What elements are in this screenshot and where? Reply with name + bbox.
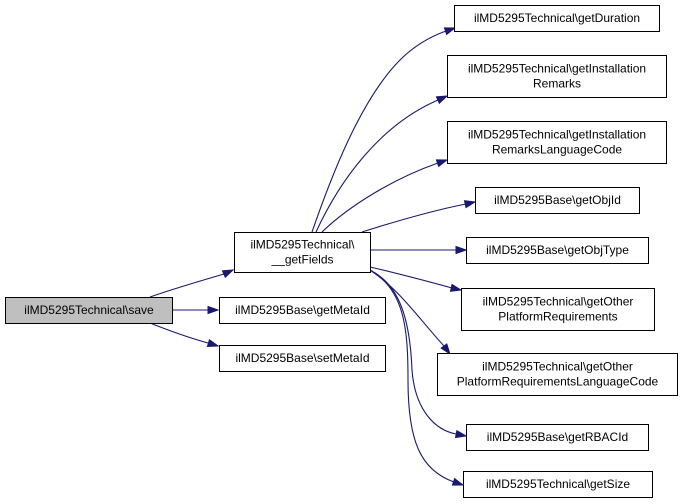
node-box[interactable] xyxy=(234,232,371,273)
node-label: ilMD5295Technical\getOther xyxy=(483,295,634,309)
edge-getFields-to-getObjType xyxy=(369,245,468,255)
edge-line xyxy=(149,322,209,344)
node-getObjId[interactable]: ilMD5295Base\getObjId xyxy=(475,187,640,214)
node-box[interactable] xyxy=(447,121,667,164)
node-box[interactable] xyxy=(466,424,649,451)
node-label: ilMD5295Technical\getOther xyxy=(482,360,633,374)
node-box[interactable] xyxy=(219,345,386,372)
edge-save-to-getMetaId xyxy=(172,305,220,315)
edge-save-to-setMetaId xyxy=(149,322,220,348)
edge-arrowhead xyxy=(435,159,449,168)
node-label: ilMD5295Technical\save xyxy=(24,303,154,317)
edge-getFields-to-getRBACId xyxy=(369,269,468,439)
node-getOtherPlatformRequirementsLanguageCode[interactable]: ilMD5295Technical\getOtherPlatformRequir… xyxy=(437,353,678,396)
node-setMetaId[interactable]: ilMD5295Base\setMetaId xyxy=(219,345,386,372)
node-getObjType[interactable]: ilMD5295Base\getObjType xyxy=(466,237,649,264)
edge-arrowhead xyxy=(455,245,468,255)
edge-line xyxy=(321,162,439,233)
nodes-layer: ilMD5295Technical\save ilMD5295Technical\… xyxy=(5,5,678,498)
node-getMetaId[interactable]: ilMD5295Base\getMetaId xyxy=(219,297,386,324)
node-label: ilMD5295Base\setMetaId xyxy=(235,351,369,365)
node-label: ilMD5295Technical\getDuration xyxy=(474,11,640,25)
edge-line xyxy=(369,269,455,483)
edge-arrowhead xyxy=(435,95,449,105)
edge-arrowhead xyxy=(454,429,468,439)
edge-arrowhead xyxy=(463,200,477,209)
edge-getFields-to-getInstallationRemarksLanguageCode xyxy=(321,159,449,233)
node-label: ilMD5295Base\getObjId xyxy=(494,193,621,207)
node-box[interactable] xyxy=(466,237,649,264)
edge-arrowhead xyxy=(221,269,235,279)
edge-save-to-getFields xyxy=(149,269,235,298)
edge-arrowhead xyxy=(451,477,465,486)
edge-getFields-to-getDuration xyxy=(311,27,457,233)
edge-getFields-to-getInstallationRemarks xyxy=(315,95,449,233)
node-box[interactable] xyxy=(461,288,655,331)
node-label: ilMD5295Base\getMetaId xyxy=(235,303,370,317)
node-label: ilMD5295Base\getRBACId xyxy=(487,430,628,444)
node-box[interactable] xyxy=(219,297,386,324)
node-label: PlatformRequirementsLanguageCode xyxy=(457,375,659,389)
edge-arrowhead xyxy=(449,283,463,292)
edge-arrowhead xyxy=(443,27,457,36)
edge-arrowhead xyxy=(207,305,220,315)
edges-layer xyxy=(149,27,477,486)
node-box[interactable] xyxy=(463,471,653,498)
node-box[interactable] xyxy=(454,5,660,32)
node-label: ilMD5295Base\getObjType xyxy=(486,243,629,257)
edge-arrowhead xyxy=(206,338,220,348)
node-label: ilMD5295Technical\getSize xyxy=(486,477,630,491)
edge-getFields-to-getSize xyxy=(369,269,465,486)
edge-line xyxy=(311,30,447,233)
edge-getFields-to-getOtherPlatformRequirements xyxy=(369,266,463,292)
node-label: PlatformRequirements xyxy=(498,310,617,324)
node-getInstallationRemarksLanguageCode[interactable]: ilMD5295Technical\getInstallationRemarks… xyxy=(447,121,667,164)
node-save[interactable]: ilMD5295Technical\save xyxy=(5,297,173,324)
node-label: Remarks xyxy=(533,77,581,91)
node-label: __getFields xyxy=(270,253,333,267)
node-box[interactable] xyxy=(447,55,667,98)
edge-line xyxy=(369,269,457,435)
node-getFields[interactable]: ilMD5295Technical\__getFields xyxy=(234,232,371,273)
edge-arrowhead xyxy=(440,343,451,356)
node-label: RemarksLanguageCode xyxy=(492,143,622,157)
node-getDuration[interactable]: ilMD5295Technical\getDuration xyxy=(454,5,660,32)
node-getOtherPlatformRequirements[interactable]: ilMD5295Technical\getOtherPlatformRequir… xyxy=(461,288,655,331)
node-box[interactable] xyxy=(5,297,173,324)
node-label: ilMD5295Technical\getInstallation xyxy=(468,62,646,76)
edge-line xyxy=(149,273,225,298)
node-getRBACId[interactable]: ilMD5295Base\getRBACId xyxy=(466,424,649,451)
node-getSize[interactable]: ilMD5295Technical\getSize xyxy=(463,471,653,498)
edge-getFields-to-getObjId xyxy=(361,200,477,233)
node-box[interactable] xyxy=(475,187,640,214)
edge-line xyxy=(361,203,467,233)
node-label: ilMD5295Technical\ xyxy=(250,238,355,252)
node-label: ilMD5295Technical\getInstallation xyxy=(468,128,646,142)
edge-line xyxy=(369,266,453,289)
node-box[interactable] xyxy=(437,353,678,396)
edge-line xyxy=(315,99,439,233)
